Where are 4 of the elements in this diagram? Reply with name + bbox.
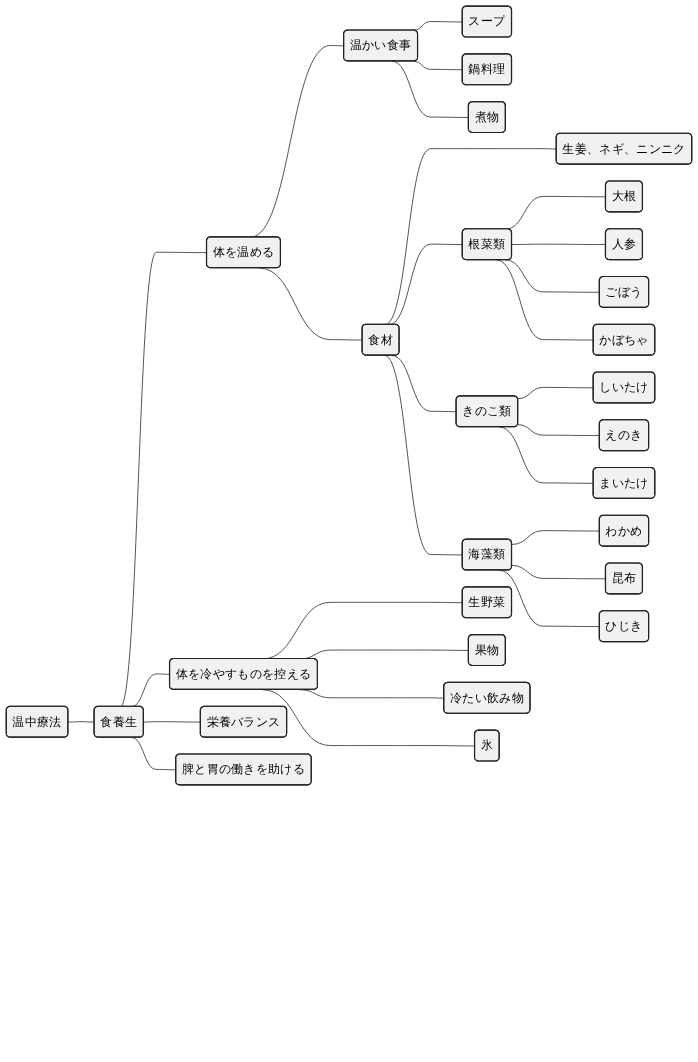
connector [384, 355, 463, 556]
connector [517, 387, 594, 400]
connector [412, 60, 463, 71]
connector [67, 721, 95, 723]
